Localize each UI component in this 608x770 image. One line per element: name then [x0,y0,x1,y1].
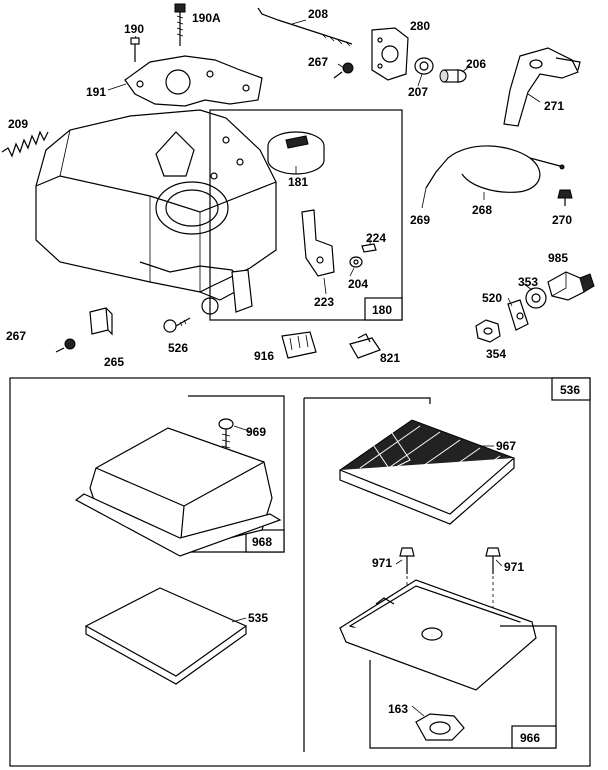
label-268: 268 [472,203,492,217]
rod-208 [257,7,353,47]
box-536-tag [551,377,591,401]
connector-985 [547,271,595,301]
leader-lines [107,19,541,717]
terminal-520 [507,299,529,331]
label-353: 353 [518,275,538,289]
label-190A: 190A [192,11,221,25]
label-971-right: 971 [504,560,524,574]
label-204: 204 [348,277,368,291]
box-968-tag [245,529,285,553]
screw-267-upper [333,62,354,79]
gasket-191 [124,55,263,107]
label-969: 969 [246,425,266,439]
label-821: 821 [380,351,400,365]
air-cleaner-base [338,579,537,691]
label-270: 270 [552,213,572,227]
control-bracket-271 [503,47,581,127]
divider-top [304,397,431,404]
label-267-lower: 267 [6,329,26,343]
gasket-163 [415,713,465,741]
washer-204 [349,256,363,268]
screw-270 [557,189,573,206]
label-207: 207 [408,85,428,99]
label-535: 535 [248,611,268,625]
label-916: 916 [254,349,274,363]
label-271: 271 [544,99,564,113]
label-223: 223 [314,295,334,309]
label-354: 354 [486,347,506,361]
label-985: 985 [548,251,568,265]
pre-cleaner-535 [84,587,248,685]
label-209: 209 [8,117,28,131]
cable-268 [425,145,565,193]
label-191: 191 [86,85,106,99]
screw-224 [361,243,377,253]
label-163: 163 [388,702,408,716]
label-224: 224 [366,231,386,245]
label-265: 265 [104,355,124,369]
label-971-left: 971 [372,556,392,570]
label-967: 967 [496,439,516,453]
label-526: 526 [168,341,188,355]
clip-821 [349,333,381,359]
label-520: 520 [482,291,502,305]
label-267-upper: 267 [308,55,328,69]
nut-354 [475,319,501,343]
screw-190A [174,3,186,46]
pin-190 [130,37,140,62]
fuel-cap-181 [267,131,325,175]
label-536: 536 [560,383,580,397]
label-269: 269 [410,213,430,227]
label-968: 968 [252,535,272,549]
bushing-206 [439,69,467,83]
nut-207 [414,57,434,75]
fuel-tank [35,109,277,315]
box-180-tag [364,297,403,321]
label-181: 181 [288,175,308,189]
screw-526 [163,317,191,333]
clip-265 [89,307,113,336]
bracket-280 [371,27,409,81]
label-208: 208 [308,7,328,21]
box-536 [9,377,591,767]
air-cleaner-cover [74,427,282,557]
label-180: 180 [372,303,392,317]
screw-267-lower [55,338,76,353]
label-966: 966 [520,731,540,745]
spring-209 [1,130,49,158]
lockwasher-353 [525,287,547,309]
filter-cartridge-967 [338,419,515,525]
lever-223 [301,209,335,277]
box-968 [182,395,285,553]
box-180 [209,109,403,321]
label-190: 190 [124,22,144,36]
label-206: 206 [466,57,486,71]
label-280: 280 [410,19,430,33]
box-966-tag [511,725,557,749]
switch-916 [281,331,317,359]
